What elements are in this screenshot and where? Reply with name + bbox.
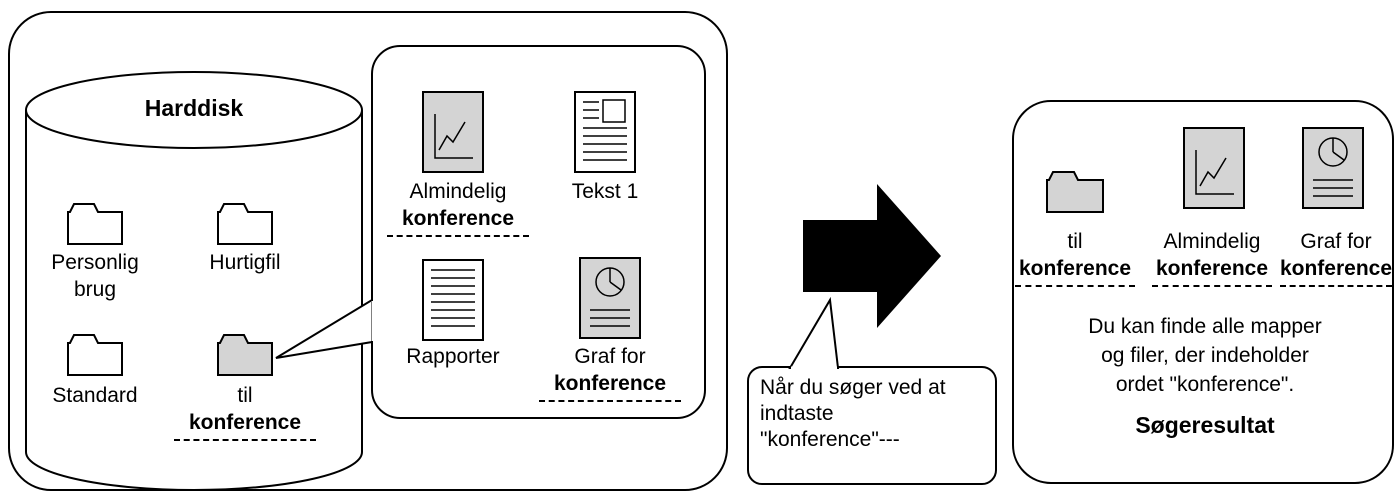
- keyword-underline: [539, 400, 681, 402]
- folder-icon: [67, 203, 123, 245]
- folder-label-line2: brug: [73, 278, 117, 301]
- result-label-general: Almindelig konference: [1147, 228, 1277, 287]
- callout-line2: indtaste: [760, 402, 834, 425]
- result-label-line1: til: [1067, 230, 1083, 253]
- text-document-icon: [574, 91, 636, 173]
- folder-icon-highlighted: [1046, 171, 1104, 213]
- search-result-panel: [1012, 100, 1394, 484]
- folder-label-keyword: konference: [188, 411, 302, 434]
- file-label-text: Tekst 1: [545, 178, 665, 205]
- result-label-graph: Graf for konference: [1276, 228, 1396, 287]
- file-label-general: Almindelig konference: [383, 178, 533, 237]
- folder-icon-highlighted: [217, 334, 273, 376]
- pie-graph-document-icon: [1302, 127, 1364, 209]
- result-description-line2: og filer, der indeholder: [1101, 344, 1309, 367]
- result-label-keyword: konference: [1018, 257, 1132, 280]
- keyword-underline: [387, 235, 529, 237]
- result-description: Du kan finde alle mapper og filer, der i…: [1060, 312, 1350, 399]
- file-label-line1: Graf for: [574, 345, 646, 368]
- result-label-folder: til konference: [1010, 228, 1140, 287]
- folder-label-quickfile: Hurtigfil: [185, 249, 305, 276]
- file-label-line1: Tekst 1: [571, 180, 639, 203]
- folder-label-line1: til: [237, 384, 253, 407]
- folder-label-standard: Standard: [35, 382, 155, 409]
- result-label-keyword: konference: [1279, 257, 1393, 280]
- chart-document-icon: [422, 91, 484, 173]
- folder-label-line1: Hurtigfil: [209, 251, 281, 274]
- report-document-icon: [422, 259, 484, 341]
- folder-label-line1: Personlig: [51, 251, 139, 274]
- file-label-reports: Rapporter: [383, 343, 523, 370]
- search-callout-bubble: [747, 296, 997, 485]
- result-title: Søgeresultat: [1135, 412, 1275, 438]
- callout-line3: "konference"---: [760, 428, 900, 451]
- file-label-line1: Almindelig: [409, 180, 507, 203]
- folder-icon: [67, 334, 123, 376]
- keyword-underline: [1015, 285, 1135, 287]
- callout-text: Når du søger ved at indtaste "konference…: [760, 375, 990, 453]
- harddisk-title: Harddisk: [144, 95, 244, 121]
- keyword-underline: [174, 439, 316, 441]
- result-description-line1: Du kan finde alle mapper: [1088, 315, 1322, 338]
- keyword-underline: [1152, 285, 1272, 287]
- harddisk-cylinder: [25, 71, 363, 491]
- file-label-keyword: konference: [401, 207, 515, 230]
- result-label-line1: Graf for: [1300, 230, 1372, 253]
- result-description-line3: ordet "konference".: [1115, 373, 1295, 396]
- result-label-keyword: konference: [1155, 257, 1269, 280]
- chart-document-icon: [1183, 127, 1245, 209]
- keyword-underline: [1280, 285, 1392, 287]
- folder-icon: [217, 203, 273, 245]
- folder-label-line1: Standard: [52, 384, 138, 407]
- file-label-line1: Rapporter: [406, 345, 500, 368]
- result-label-line1: Almindelig: [1163, 230, 1261, 253]
- pie-graph-document-icon: [579, 257, 641, 339]
- callout-line1: Når du søger ved at: [760, 376, 946, 399]
- arrow-right-icon: [803, 184, 941, 328]
- file-label-keyword: konference: [553, 372, 667, 395]
- folder-label-personal: Personlig brug: [35, 249, 155, 303]
- folder-label-conference: til konference: [165, 382, 325, 441]
- file-label-graph: Graf for konference: [535, 343, 685, 402]
